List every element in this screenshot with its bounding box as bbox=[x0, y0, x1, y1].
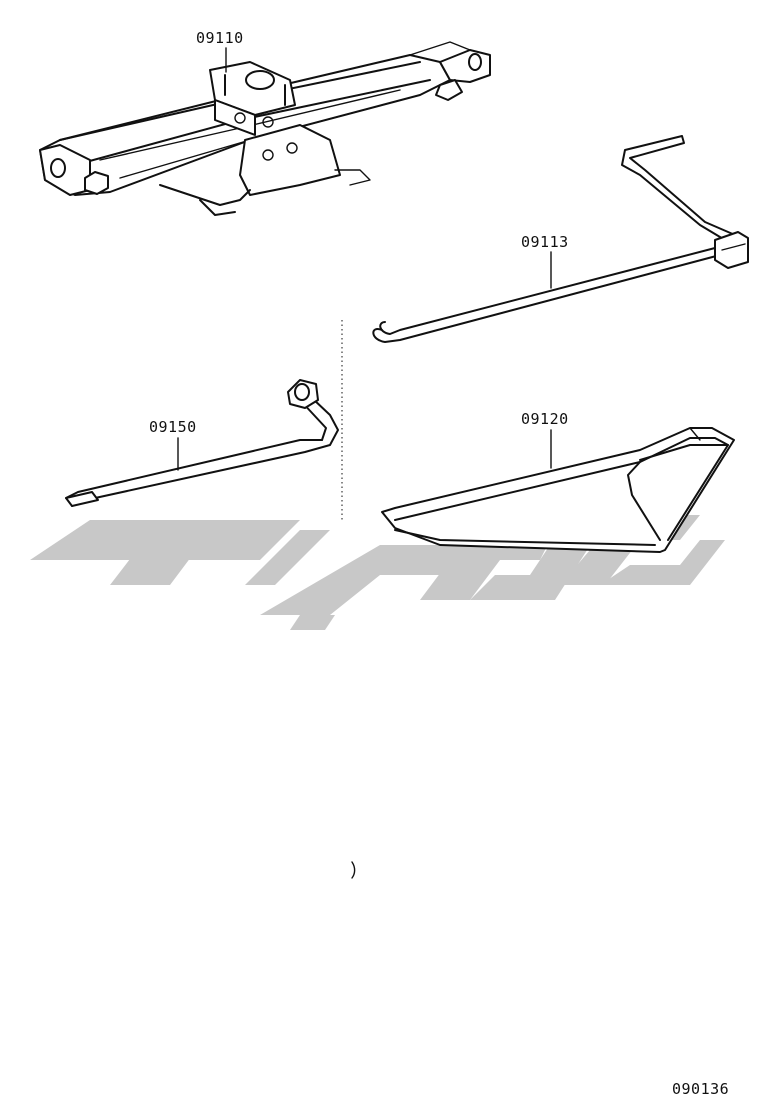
stray-mark bbox=[351, 861, 356, 879]
wheel-wrench-drawing bbox=[65, 379, 339, 507]
tool-bag-drawing bbox=[381, 427, 735, 553]
part-number-jack-handle: 09113 bbox=[521, 233, 569, 251]
jack-handle-drawing bbox=[372, 135, 749, 343]
diagram-number: 090136 bbox=[672, 1080, 730, 1098]
part-number-tool-bag: 09120 bbox=[521, 410, 569, 428]
jack-drawing bbox=[39, 41, 491, 216]
part-number-jack: 09110 bbox=[196, 29, 244, 47]
part-number-wheel-wrench: 09150 bbox=[149, 418, 197, 436]
